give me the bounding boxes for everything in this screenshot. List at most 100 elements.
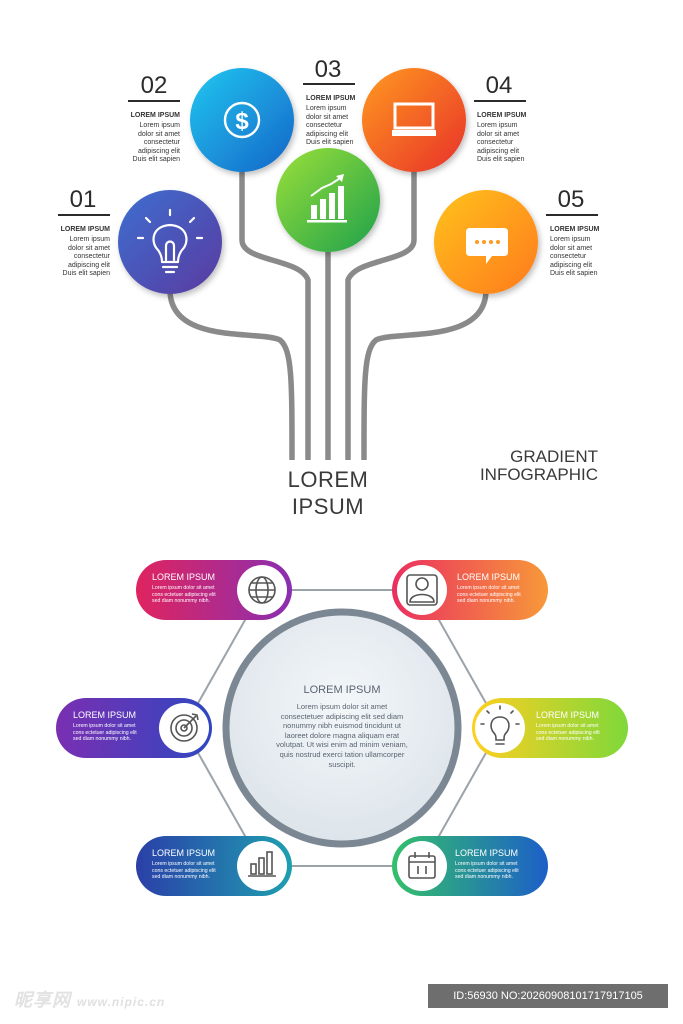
step-number-05: 05 [557, 186, 585, 213]
center-title: LOREM IPSUM [303, 684, 381, 696]
center-body-text: Lorem ipsum dolor sit amet consectetuer … [276, 702, 408, 769]
step-text-05: LOREM IPSUM Lorem ipsum dolor sit amet c… [550, 226, 620, 278]
pill-text-mid-left: Lorem ipsum dolor sit amet cons ectetuer… [73, 723, 157, 743]
step-number-01: 01 [69, 186, 97, 213]
pill-text-bottom-right: Lorem ipsum dolor sit amet cons ectetuer… [455, 861, 539, 881]
step-line: dolor sit amet [306, 113, 349, 121]
bar-chart-icon [307, 174, 347, 223]
step-line: adipiscing elit [137, 147, 180, 155]
step-line: adipiscing elit [550, 261, 593, 269]
pill-line: Lorem ipsum dolor sit amet [73, 723, 136, 729]
step-heading-02: LOREM IPSUM [130, 112, 180, 119]
pill-line: cons ectetuer adipiscing elit [73, 729, 137, 736]
step-heading-01: LOREM IPSUM [60, 226, 110, 233]
step-line: consectetur [143, 139, 180, 147]
step-line: consectetur [550, 253, 587, 261]
step-text-01: LOREM IPSUM Lorem ipsum dolor sit amet c… [40, 226, 110, 278]
pill-text-bottom-left: Lorem ipsum dolor sit amet cons ectetuer… [152, 861, 236, 881]
pill-line: sed diam nonummy nibh. [536, 736, 594, 743]
watermark-logo: 昵享网 [14, 990, 71, 1010]
step-line: Lorem ipsum [550, 236, 591, 244]
step-text-03: LOREM IPSUM Lorem ipsum dolor sit amet c… [306, 95, 376, 147]
watermark: 昵享网 www.nipic.cn [14, 986, 165, 1012]
watermark-url: www.nipic.cn [77, 995, 166, 1009]
step-heading-05: LOREM IPSUM [550, 226, 600, 233]
step-line: dolor sit amet [137, 130, 180, 138]
step-line: Lorem ipsum [477, 122, 518, 130]
step-line: dolor sit amet [550, 244, 593, 252]
bar-chart-icon [248, 851, 276, 877]
pill-title-mid-left: LOREM IPSUM [73, 710, 137, 720]
underline-02 [128, 100, 180, 102]
step-line: adipiscing elit [306, 130, 349, 138]
pill-title-bottom-right: LOREM IPSUM [455, 848, 519, 858]
tree-circle-04 [362, 68, 466, 172]
step-line: consectetur [306, 122, 343, 130]
svg-text:$: $ [235, 108, 249, 135]
tree-title-line2: IPSUM [291, 494, 365, 519]
target-icon [170, 713, 199, 742]
infographic-title: GRADIENT INFOGRAPHIC [440, 448, 598, 484]
step-line: dolor sit amet [67, 244, 110, 252]
chat-bubble-icon [466, 228, 508, 264]
step-heading-04: LOREM IPSUM [477, 112, 527, 119]
tree-title-line1: LOREM [287, 467, 369, 492]
pill-line: sed diam nonummy nibh. [455, 874, 513, 881]
pill-title-mid-right: LOREM IPSUM [536, 710, 600, 720]
pill-line: cons ectetuer adipiscing elit [457, 591, 521, 598]
pill-line: Lorem ipsum dolor sit amet [152, 585, 215, 591]
step-line: Duis elit sapien [477, 156, 525, 164]
stem-02 [239, 168, 311, 460]
pill-line: sed diam nonummy nibh. [457, 598, 515, 605]
pill-line: Lorem ipsum dolor sit amet [455, 861, 518, 867]
step-line: Lorem ipsum [139, 122, 180, 130]
step-number-03: 03 [314, 56, 342, 83]
step-line: Duis elit sapien [62, 270, 110, 278]
infographic-title-line1: GRADIENT [510, 447, 598, 466]
pill-top-left [136, 560, 292, 620]
stem-05 [361, 289, 489, 461]
step-line: adipiscing elit [477, 147, 520, 155]
step-line: Lorem ipsum [306, 105, 347, 113]
center-circle [222, 608, 462, 848]
monitor-icon [392, 102, 436, 136]
step-line: consectetur [73, 253, 110, 261]
pill-bottom-left [136, 836, 292, 896]
pill-text-top-right: Lorem ipsum dolor sit amet cons ectetuer… [457, 585, 541, 605]
pill-title-bottom-left: LOREM IPSUM [152, 848, 216, 858]
step-line: Duis elit sapien [132, 156, 180, 164]
globe-icon [248, 576, 276, 604]
step-heading-03: LOREM IPSUM [306, 95, 356, 102]
pill-line: sed diam nonummy nibh. [152, 874, 210, 881]
tree-stems [167, 168, 489, 461]
calendar-icon [408, 852, 436, 879]
step-text-02: LOREM IPSUM Lorem ipsum dolor sit amet c… [110, 112, 180, 164]
pill-line: cons ectetuer adipiscing elit [152, 867, 216, 874]
tree-circle-02 [190, 68, 294, 172]
step-line: Duis elit sapien [550, 270, 598, 278]
pill-title-top-right: LOREM IPSUM [457, 572, 521, 582]
pill-line: sed diam nonummy nibh. [152, 598, 210, 605]
dollar-icon: $ [223, 101, 261, 139]
step-number-04: 04 [485, 72, 513, 99]
tree-title: LOREM IPSUM [268, 466, 388, 520]
pill-line: Lorem ipsum dolor sit amet [152, 861, 215, 867]
underline-01 [58, 214, 110, 216]
pill-line: Lorem ipsum dolor sit amet [457, 585, 520, 591]
image-id-bar: ID:56930 NO:20260908101717917105 [428, 984, 668, 1008]
pill-line: cons ectetuer adipiscing elit [455, 867, 519, 874]
step-line: Duis elit sapien [306, 139, 354, 147]
user-icon [406, 574, 438, 606]
pill-text-mid-right: Lorem ipsum dolor sit amet cons ectetuer… [536, 723, 620, 743]
pill-title-top-left: LOREM IPSUM [152, 572, 216, 582]
step-line: consectetur [477, 139, 514, 147]
pill-line: cons ectetuer adipiscing elit [536, 729, 600, 736]
infographic-title-line2: INFOGRAPHIC [479, 465, 598, 484]
underline-04 [474, 100, 526, 102]
step-line: adipiscing elit [67, 261, 110, 269]
pill-text-top-left: Lorem ipsum dolor sit amet cons ectetuer… [152, 585, 236, 605]
step-number-02: 02 [140, 72, 168, 99]
stem-04 [345, 168, 417, 460]
lightbulb-icon [480, 705, 520, 745]
